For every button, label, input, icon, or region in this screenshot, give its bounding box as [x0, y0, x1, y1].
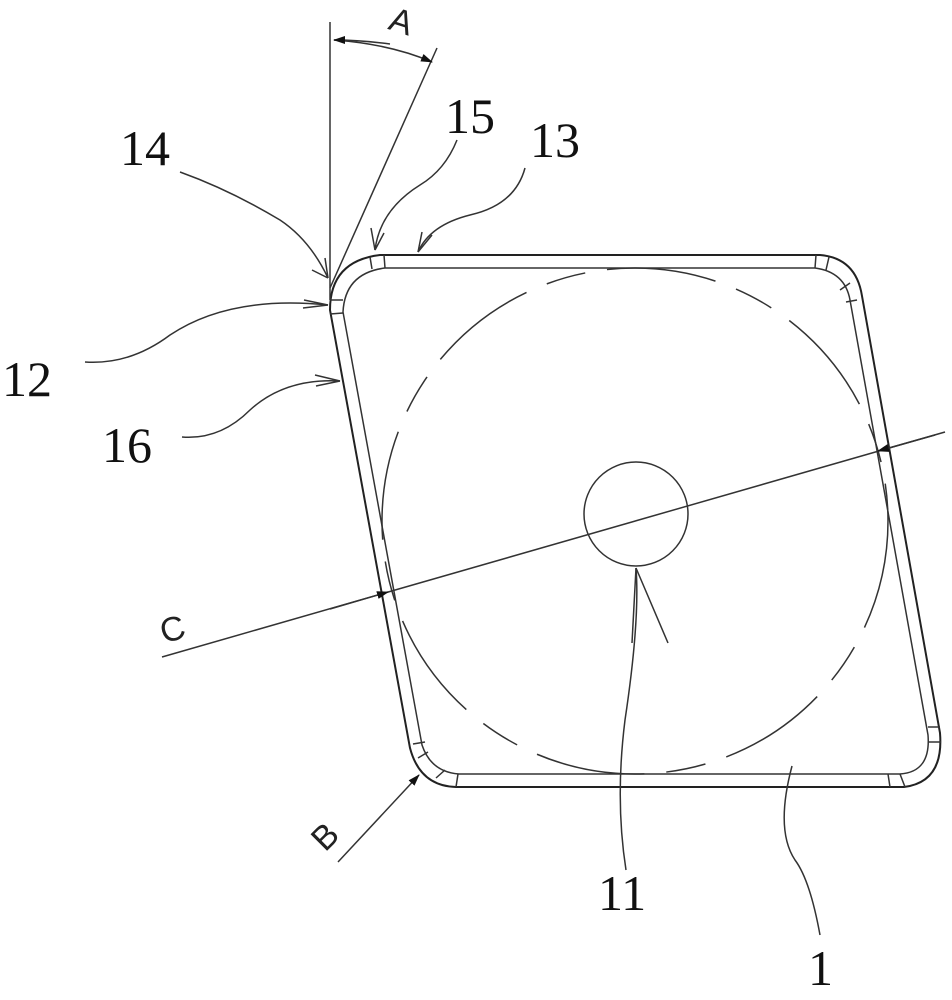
label-1: 1 — [808, 940, 833, 996]
center-hole — [584, 462, 688, 566]
label-view-b: B — [304, 816, 347, 859]
section-line-c — [162, 432, 945, 657]
label-12: 12 — [2, 351, 52, 407]
label-15: 15 — [445, 88, 495, 144]
label-11: 11 — [598, 865, 646, 921]
label-13: 13 — [530, 112, 580, 168]
angle-reference-slanted — [330, 48, 437, 288]
label-16: 16 — [102, 417, 152, 473]
view-b-arrow — [338, 775, 419, 862]
c-arrow-left — [330, 592, 388, 609]
label-14: 14 — [120, 120, 170, 176]
label-view-c: C — [156, 608, 190, 651]
label-angle-a: A — [385, 0, 419, 43]
leader-lines — [85, 140, 820, 935]
